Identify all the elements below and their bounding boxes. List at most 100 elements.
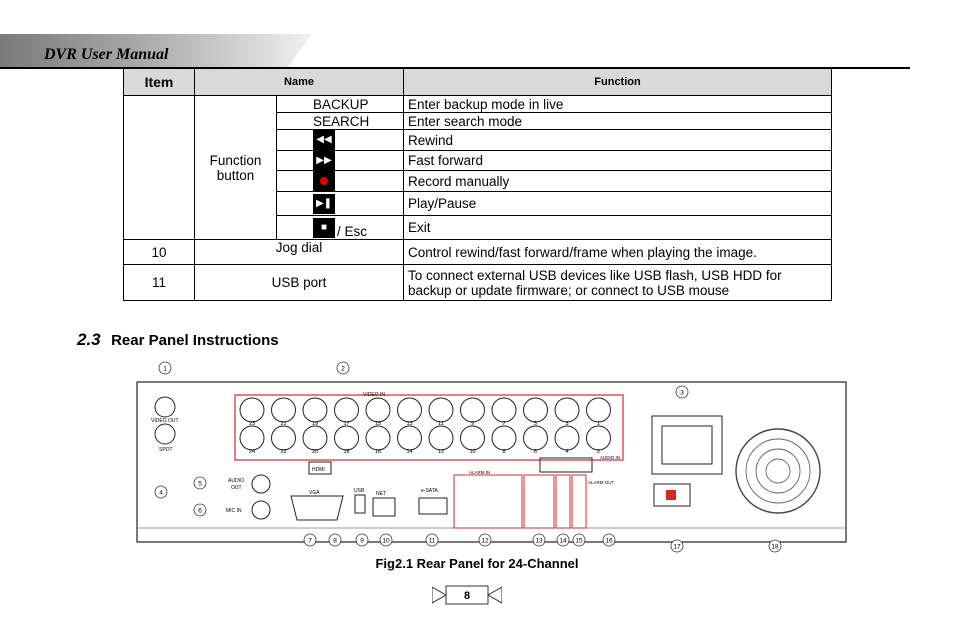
section-heading: 2.3 Rear Panel Instructions xyxy=(77,330,279,350)
bnc-number: 16 xyxy=(375,449,381,455)
header-function: Function xyxy=(403,68,832,96)
bnc-connector xyxy=(302,425,328,451)
page-badge-box xyxy=(445,585,489,605)
manual-title: DVR User Manual xyxy=(44,46,169,63)
callout-circle xyxy=(768,539,782,553)
header-band xyxy=(0,34,312,68)
callout-number: 6 xyxy=(198,508,202,515)
bnc-connector xyxy=(554,397,580,423)
rewind-icon: ◀◀ xyxy=(313,130,335,150)
video-in-label: VIDEO IN xyxy=(363,392,385,398)
callout-number: 8 xyxy=(333,538,337,545)
bnc-connector xyxy=(302,397,328,423)
key-play-pause: ▶❚ xyxy=(276,191,404,216)
rear-panel-diagram: VIDEO IN 2324212219201718151613141112910… xyxy=(136,361,847,553)
vga-label: VGA xyxy=(309,490,320,496)
bnc-number: 6 xyxy=(534,449,537,455)
bnc-connector xyxy=(428,397,454,423)
video-out-connector xyxy=(154,396,176,418)
bnc-number: 24 xyxy=(249,449,255,455)
audio-out-connector xyxy=(251,474,271,494)
callout-circle xyxy=(336,361,350,375)
section-title: Rear Panel Instructions xyxy=(111,332,279,349)
video-in-group xyxy=(234,394,624,461)
bnc-connector xyxy=(271,425,296,451)
record-icon xyxy=(313,171,335,191)
key-fast-forward: ▶▶ xyxy=(276,150,404,171)
bnc-connector xyxy=(365,425,391,451)
bnc-number: 10 xyxy=(469,449,475,455)
bnc-connector xyxy=(523,397,548,423)
bnc-number: 9 xyxy=(471,421,474,427)
bnc-connector xyxy=(397,397,422,423)
function-exit: Exit xyxy=(403,215,832,240)
callout-number: 1 xyxy=(163,366,167,373)
net-port xyxy=(372,497,396,517)
callout-circle xyxy=(572,533,586,547)
callout-circle xyxy=(675,385,689,399)
hdmi-port xyxy=(308,461,332,475)
esata-label: e-SATA xyxy=(421,488,438,494)
power-socket xyxy=(661,425,713,465)
key-record xyxy=(276,170,404,192)
mic-in-label: MIC IN xyxy=(226,508,242,514)
callout-circle xyxy=(379,533,393,547)
mic-in-connector xyxy=(251,500,271,520)
bnc-number: 8 xyxy=(502,449,505,455)
fan-grille xyxy=(735,428,821,514)
bnc-number: 21 xyxy=(280,421,286,427)
callout-number: 18 xyxy=(771,544,779,551)
function-usb-port: To connect external USB devices like USB… xyxy=(403,264,832,301)
alarm-in-block xyxy=(453,474,523,529)
fan-ring-inner xyxy=(755,448,801,494)
page-badge: 8 xyxy=(432,585,502,605)
table-row: Function button BACKUP Enter backup mode… xyxy=(123,95,832,240)
alarm-out-label: ALARM OUT xyxy=(588,480,615,485)
function-backup: Enter backup mode in live xyxy=(403,95,832,113)
callout-circle xyxy=(556,533,570,547)
vga-port xyxy=(290,495,344,521)
callout-number: 3 xyxy=(680,390,684,397)
function-table: Item Name Function Function button BACKU… xyxy=(123,68,832,301)
bnc-connector xyxy=(460,397,485,423)
play-pause-icon: ▶❚ xyxy=(313,193,335,214)
callout-number: 7 xyxy=(308,538,312,545)
page-badge-left xyxy=(432,586,448,604)
usb-label: USB xyxy=(354,488,365,494)
bnc-connector xyxy=(428,425,454,451)
function-play-pause: Play/Pause xyxy=(403,191,832,216)
callout-circle xyxy=(478,533,492,547)
page-number: 8 xyxy=(464,590,470,602)
hdmi-label: HDMI xyxy=(312,467,325,473)
bnc-connector xyxy=(586,425,611,451)
callout-number: 12 xyxy=(481,538,489,545)
callout-number: 13 xyxy=(535,538,543,545)
callout-number: 9 xyxy=(360,538,364,545)
callout-number: 15 xyxy=(575,538,583,545)
bnc-connector xyxy=(239,425,265,451)
bnc-number: 11 xyxy=(438,421,444,427)
section-number: 2.3 xyxy=(77,330,101,349)
bnc-number: 20 xyxy=(312,449,318,455)
bnc-number: 12 xyxy=(438,449,444,455)
spot-connector xyxy=(154,423,176,445)
fan-ring xyxy=(745,438,811,504)
callout-circle xyxy=(303,533,317,547)
usb-port xyxy=(354,494,366,514)
name-jog-dial: Jog dial xyxy=(194,239,404,265)
bnc-number: 5 xyxy=(534,421,537,427)
callout-circle xyxy=(425,533,439,547)
bnc-number: 23 xyxy=(249,421,255,427)
bnc-number: 19 xyxy=(312,421,318,427)
callout-number: 16 xyxy=(605,538,613,545)
callout-circle xyxy=(670,539,684,553)
callout-circle xyxy=(193,476,207,490)
alarm-block-14 xyxy=(555,474,571,529)
spot-label: SPOT xyxy=(159,447,173,453)
bnc-number: 17 xyxy=(343,421,349,427)
key-search: SEARCH xyxy=(276,112,404,130)
callout-number: 4 xyxy=(159,490,163,497)
bnc-connector xyxy=(523,425,548,451)
function-search: Enter search mode xyxy=(403,112,832,130)
